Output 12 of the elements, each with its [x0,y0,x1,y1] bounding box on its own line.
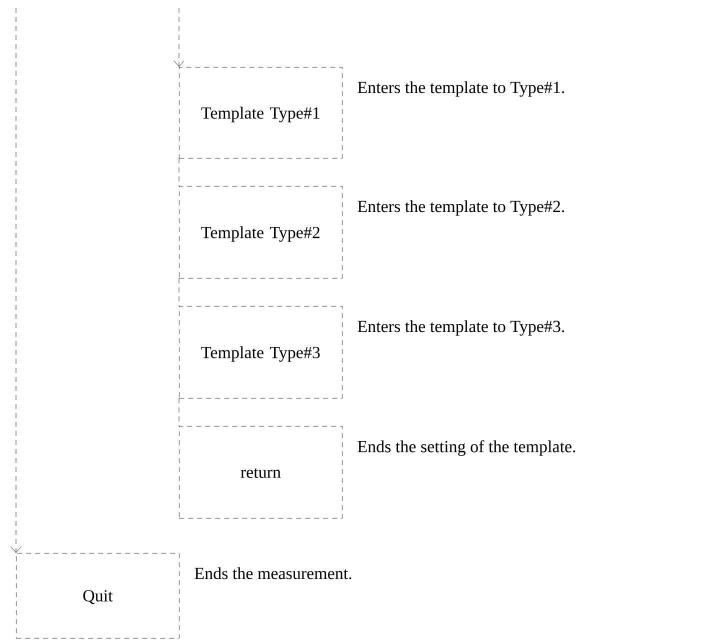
menu-box: Template Type#2 [179,186,342,278]
description-text: Enters the template to Type#1. [358,81,564,97]
description-text: Ends the setting of the template. [358,440,576,456]
menu-box: Quit [16,553,180,638]
menu-box: Template Type#1 [179,67,342,158]
description-text: Ends the measurement. [194,567,352,580]
menu-box: return [179,426,342,518]
menu-box: Template Type#3 [179,306,342,398]
description-text: Enters the template to Type#3. [358,320,564,336]
arrow [10,8,22,553]
description-text: Enters the template to Type#2. [358,200,564,216]
arrow [174,8,184,67]
